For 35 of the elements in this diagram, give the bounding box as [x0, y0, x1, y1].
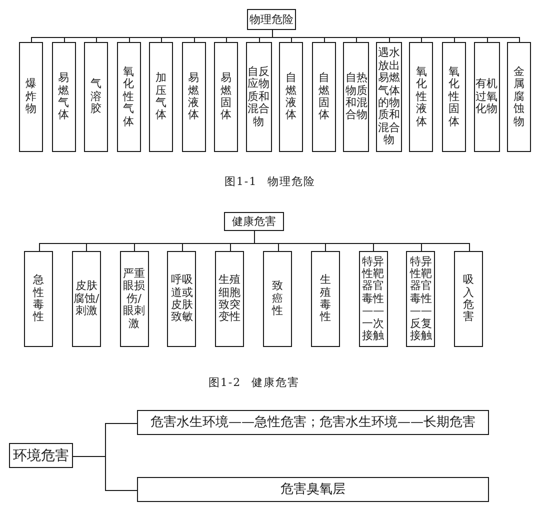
category-box: 生殖细胞致突变性	[215, 251, 244, 347]
heading-box: 物理危险	[247, 9, 296, 30]
figure-caption: 图1-2 健康危害	[208, 375, 300, 390]
category-box: 危害臭氧层	[137, 477, 489, 502]
category-box: 危害水生环境——急性危害；危害水生环境——长期危害	[137, 410, 489, 435]
category-box: 有机过氧化物	[474, 42, 500, 152]
category-box: 致癌性	[263, 251, 292, 347]
category-box: 气溶胶	[84, 42, 108, 152]
category-box: 自反应物质和混合物	[246, 42, 272, 152]
category-box: 氧化性气体	[116, 42, 141, 152]
category-box: 氧化性固体	[442, 42, 466, 152]
category-box: 吸入危害	[454, 251, 484, 347]
category-box: 自燃液体	[279, 42, 304, 152]
category-box: 氧化性液体	[409, 42, 434, 152]
category-box: 自燃固体	[312, 42, 336, 152]
connector-line	[254, 230, 470, 252]
category-box: 特异性靶器官毒性——反复接触	[406, 251, 436, 347]
heading-box: 健康危害	[224, 212, 284, 231]
connector-line	[72, 456, 138, 491]
category-box: 急性毒性	[24, 251, 53, 347]
category-box: 特异性靶器官毒性——一次接触	[358, 251, 388, 347]
category-box: 生殖毒性	[310, 251, 340, 347]
category-box: 易燃液体	[182, 42, 206, 152]
heading-box: 环境危害	[9, 443, 73, 468]
category-box: 自热物质和混合物	[343, 42, 370, 152]
category-box: 金属腐蚀物	[507, 42, 531, 152]
category-box: 易燃气体	[52, 42, 76, 152]
category-box: 加压气体	[149, 42, 174, 152]
category-box: 爆炸物	[19, 42, 43, 152]
category-box: 皮肤腐蚀/刺激	[72, 251, 101, 347]
category-box: 易燃固体	[214, 42, 238, 152]
category-box: 严重眼损伤/眼刺激	[120, 251, 149, 347]
category-box: 遇水放出易燃气体的物质和混合物	[376, 42, 402, 152]
category-box: 呼吸道或皮肤致敏	[167, 251, 196, 347]
figure-caption: 图1-1 物理危险	[224, 174, 316, 189]
